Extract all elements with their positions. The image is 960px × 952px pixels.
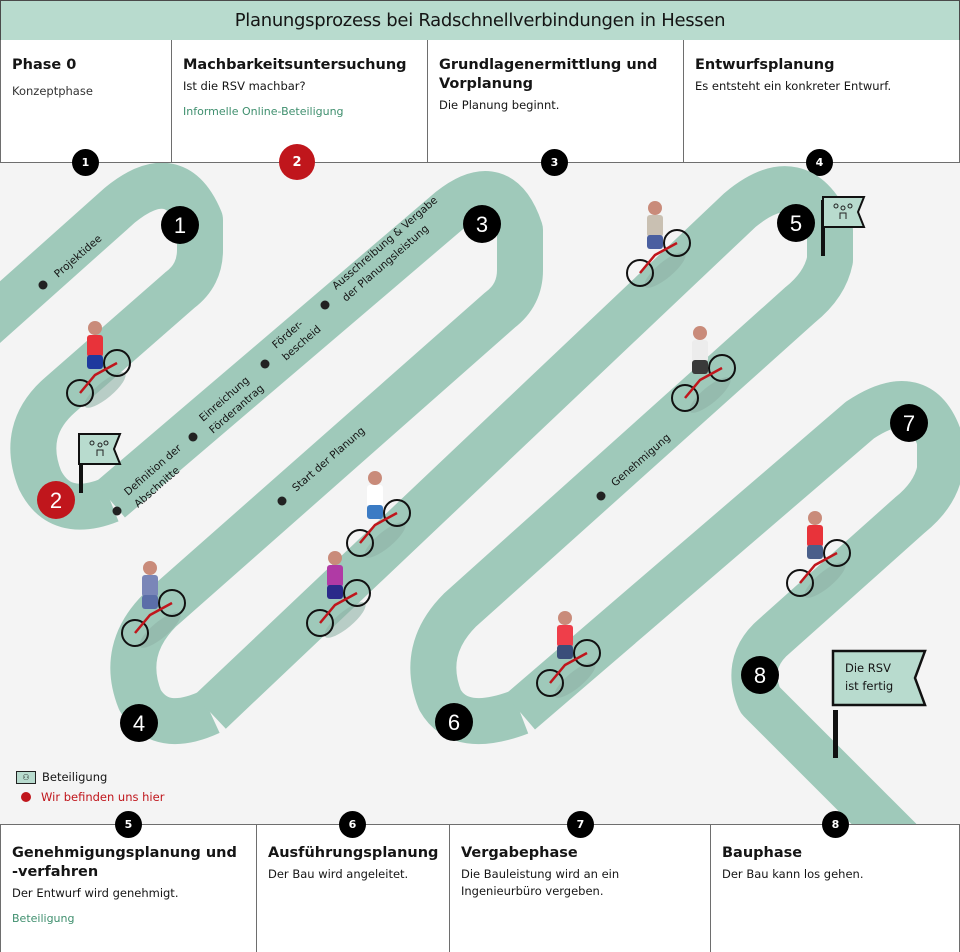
phase-title: Machbarkeitsuntersuchung	[183, 57, 407, 73]
cyclist-illustration	[786, 511, 851, 598]
people-group-icon	[89, 440, 109, 456]
people-group-icon	[833, 203, 853, 219]
stage-marker-label: 4	[133, 711, 145, 736]
stage-marker-label: 2	[50, 488, 62, 513]
phase-title: Ausführungsplanung	[268, 845, 439, 861]
stage-marker-4: 4	[120, 704, 158, 742]
road-illustration: 1 2 3 4 5 6 7 8	[0, 163, 960, 824]
stage-marker-8: 8	[741, 656, 779, 694]
legend-participation: ⚇ Beteiligung	[16, 767, 164, 787]
milestone-dot	[277, 496, 287, 506]
finish-flag-line2: ist fertig	[845, 679, 893, 693]
legend: ⚇ Beteiligung Wir befinden uns hier	[16, 767, 164, 807]
phase-number-marker: 6	[339, 811, 366, 838]
participation-link[interactable]: Informelle Online-Beteiligung	[183, 105, 344, 118]
milestone-dot	[320, 300, 330, 310]
stage-marker-label: 7	[903, 411, 915, 436]
milestone-dot	[188, 432, 198, 442]
phase-card: Entwurfsplanung Es entsteht ein konkrete…	[684, 40, 959, 176]
phase-title: Genehmigungsplanung und -verfahren	[12, 845, 237, 880]
legend-current-position: Wir befinden uns hier	[16, 787, 164, 807]
cyclist-illustration	[66, 321, 131, 408]
phase-number-marker: 5	[115, 811, 142, 838]
participation-flag-icon	[821, 196, 866, 256]
phase-number-marker: 3	[541, 149, 568, 176]
milestone-dot	[38, 280, 48, 290]
phase-subtitle: Konzeptphase	[12, 84, 93, 98]
participation-link[interactable]: Beteiligung	[12, 912, 75, 925]
phase-title: Vergabephase	[461, 845, 578, 861]
phase-subtitle: Ist die RSV machbar?	[183, 79, 306, 93]
cyclist-illustration	[121, 561, 186, 648]
phase-subtitle: Die Bauleistung wird an ein Ingenieurbür…	[461, 867, 620, 898]
stage-marker-label: 8	[754, 663, 766, 688]
stage-marker-7: 7	[890, 404, 928, 442]
phase-card: Bauphase Der Bau kann los gehen. 8	[711, 811, 959, 952]
phase-card: Vergabephase Die Bauleistung wird an ein…	[450, 811, 711, 952]
phase-number-marker: 4	[806, 149, 833, 176]
phase-card: Grundlagenermittlung und Vorplanung Die …	[428, 40, 684, 176]
stage-marker-label: 6	[448, 710, 460, 735]
phase-card: Ausführungsplanung Der Bau wird angeleit…	[257, 811, 450, 952]
legend-label: Beteiligung	[42, 770, 108, 784]
diagram-title: Planungsprozess bei Radschnellverbindung…	[0, 0, 960, 41]
stage-marker-label: 5	[790, 211, 802, 236]
process-road-map: 1 2 3 4 5 6 7 8	[0, 163, 960, 824]
people-group-flag-icon: ⚇	[16, 770, 36, 784]
cyclist-illustration	[671, 326, 736, 413]
finish-flag: Die RSV ist fertig	[831, 649, 927, 758]
phase-number-marker: 8	[822, 811, 849, 838]
milestone-dot	[596, 491, 606, 501]
phase-card: Machbarkeitsuntersuchung Ist die RSV mac…	[172, 40, 428, 180]
phase-subtitle: Der Bau kann los gehen.	[722, 867, 864, 881]
phase-card: Genehmigungsplanung und -verfahren Der E…	[1, 811, 257, 952]
phase-subtitle: Der Bau wird angeleitet.	[268, 867, 409, 881]
cyclist-illustration	[536, 611, 601, 698]
phases-bottom-row: Genehmigungsplanung und -verfahren Der E…	[0, 811, 960, 952]
stage-marker-6: 6	[435, 703, 473, 741]
stage-marker-3: 3	[463, 205, 501, 243]
phase-subtitle: Der Entwurf wird genehmigt.	[12, 886, 179, 900]
stage-marker-label: 1	[174, 213, 186, 238]
phase-subtitle: Es entsteht ein konkreter Entwurf.	[695, 79, 892, 93]
phase-title: Bauphase	[722, 845, 803, 861]
road-segment	[505, 381, 960, 824]
red-dot-icon	[21, 792, 31, 802]
phase-title: Grundlagenermittlung und Vorplanung	[439, 57, 658, 92]
stage-marker-2-current: 2	[37, 481, 75, 519]
phase-subtitle: Die Planung beginnt.	[439, 98, 560, 112]
cyclist-illustration	[626, 201, 691, 288]
stage-marker-1: 1	[161, 206, 199, 244]
legend-label: Wir befinden uns hier	[41, 790, 165, 804]
participation-flag-icon	[78, 433, 122, 493]
phase-card: Phase 0 Konzeptphase 1	[1, 40, 172, 176]
phase-title: Phase 0	[12, 57, 77, 73]
phase-title: Entwurfsplanung	[695, 57, 835, 73]
milestone-dot	[260, 359, 270, 369]
stage-marker-5: 5	[777, 204, 815, 242]
phases-top-row: Phase 0 Konzeptphase 1 Machbarkeitsunter…	[0, 40, 960, 180]
phase-number-marker: 7	[567, 811, 594, 838]
cyclist-illustration	[306, 551, 371, 638]
stage-marker-label: 3	[476, 212, 488, 237]
current-phase-marker: 2	[279, 144, 315, 180]
cyclist-illustration	[346, 471, 411, 558]
milestone-dot	[112, 506, 122, 516]
phase-number-marker: 1	[72, 149, 99, 176]
finish-flag-line1: Die RSV	[845, 661, 891, 675]
